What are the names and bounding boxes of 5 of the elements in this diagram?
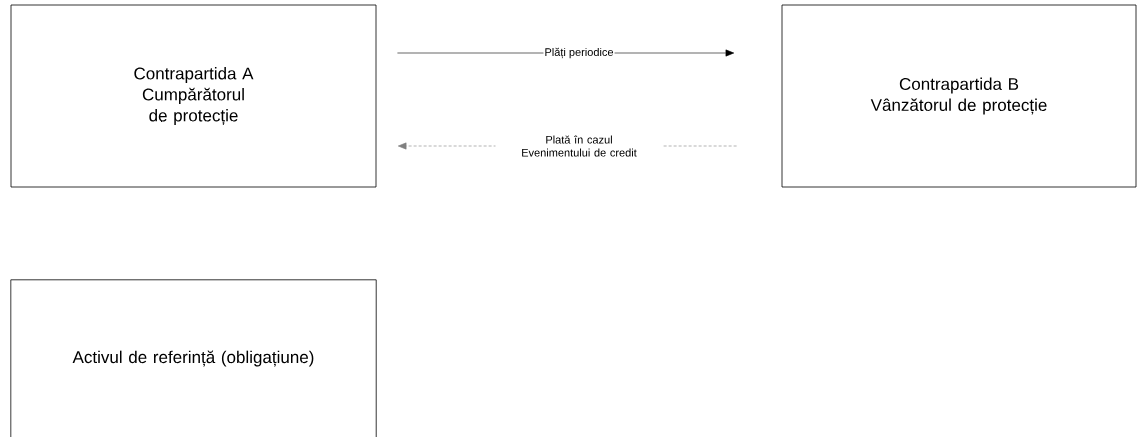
box: Contrapartida A Cumpărătorul de protecție bbox=[10, 4, 377, 188]
edge-label: Plăți periodice bbox=[543, 46, 615, 60]
box: Activul de referință (obligațiune) bbox=[10, 279, 377, 437]
edge-label: Plată în cazul Evenimentului de credit bbox=[495, 134, 663, 158]
box: Contrapartida B Vânzătorul de protecție bbox=[781, 4, 1137, 188]
